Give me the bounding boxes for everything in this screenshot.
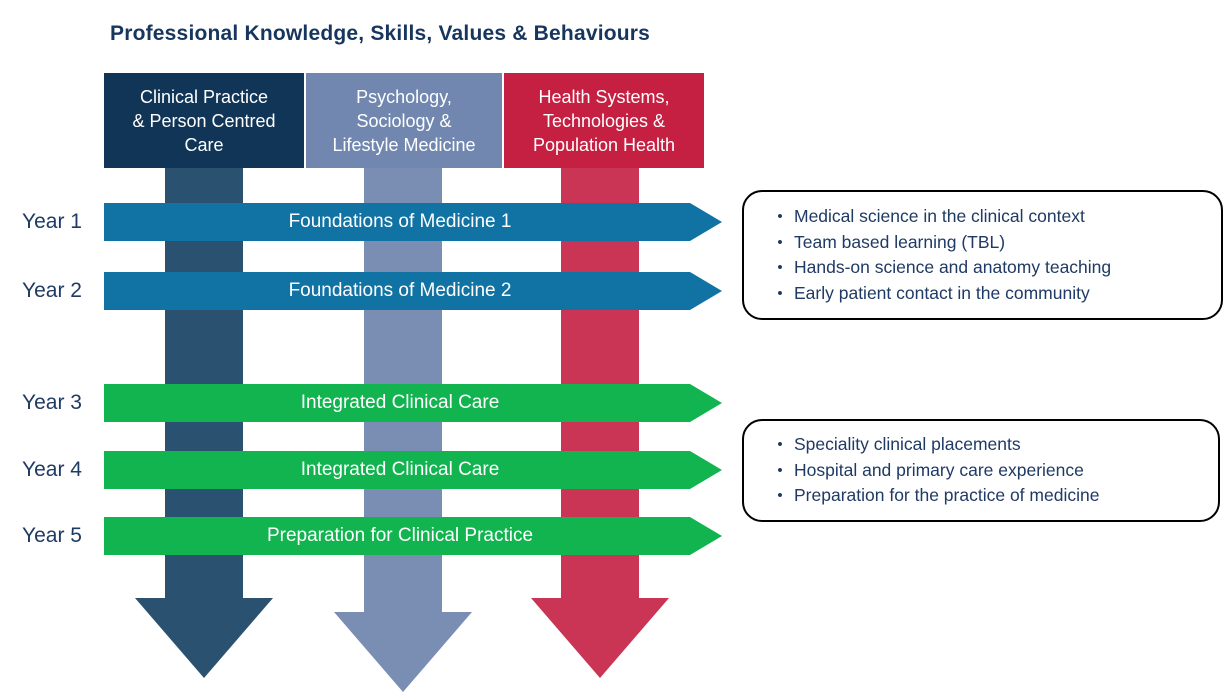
years-3-5-callout-box: • Speciality clinical placements • Hospi… [742,419,1220,522]
list-item: • Speciality clinical placements [766,432,1099,458]
column-header-line: Health Systems, [538,86,670,107]
list-item: • Hospital and primary care experience [766,458,1099,484]
bullet-icon: • [777,284,783,302]
bullet-icon: • [777,461,783,479]
year-1-program-arrow: Foundations of Medicine 1 [104,203,722,241]
list-item: • Medical science in the clinical contex… [766,204,1111,230]
column-header-line: Care [184,134,224,155]
column-header-line: & Person Centred [132,110,276,131]
list-item: • Hands-on science and anatomy teaching [766,255,1111,281]
bullet-icon: • [777,436,783,454]
column-header-line: Population Health [532,134,676,155]
years-3-5-bullet-list: • Speciality clinical placements • Hospi… [744,432,1109,509]
year-2-program-text: Foundations of Medicine 2 [288,280,512,301]
bullet-icon: • [777,259,783,276]
year-2-program-arrow: Foundations of Medicine 2 [104,272,722,310]
column-header-line: Technologies & [542,110,666,131]
column-header-line: Clinical Practice [139,86,269,107]
column-header-line: Lifestyle Medicine [332,134,476,155]
bullet-text: Team based learning (TBL) [794,231,1006,252]
year-4-program-text: Integrated Clinical Care [300,459,500,480]
year-5-program-arrow: Preparation for Clinical Practice [104,517,722,555]
year-3-program-text: Integrated Clinical Care [300,392,500,413]
years-1-2-bullet-list: • Medical science in the clinical contex… [744,204,1121,306]
bullet-text: Preparation for the practice of medicine [794,485,1100,506]
year-4-label: Year 4 [22,458,82,481]
year-4-program-arrow: Integrated Clinical Care [104,451,722,489]
bullet-icon: • [777,487,783,505]
psychology-sociology-arrow [334,168,472,692]
column-header-psychology-sociology: Psychology, Sociology & Lifestyle Medici… [306,73,502,168]
year-1-program-text: Foundations of Medicine 1 [288,211,512,232]
list-item: • Team based learning (TBL) [766,230,1111,256]
years-1-2-callout-box: • Medical science in the clinical contex… [742,190,1223,320]
bullet-text: Medical science in the clinical context [794,206,1085,226]
bullet-icon: • [777,233,783,251]
column-header-clinical-practice: Clinical Practice & Person Centred Care [104,73,304,168]
column-header-line: Psychology, [356,86,452,107]
column-header-line: Sociology & [356,110,452,131]
health-systems-arrow [531,168,669,678]
bullet-text: Early patient contact in the community [794,282,1090,303]
bullet-text: Hands-on science and anatomy teaching [794,257,1112,277]
list-item: • Preparation for the practice of medici… [766,483,1099,509]
year-2-label: Year 2 [22,279,82,302]
year-5-program-text: Preparation for Clinical Practice [266,525,534,546]
year-3-program-arrow: Integrated Clinical Care [104,384,722,422]
page-title: Professional Knowledge, Skills, Values &… [110,22,651,45]
list-item: • Early patient contact in the community [766,281,1111,307]
year-3-label: Year 3 [22,391,82,414]
bullet-icon: • [777,208,783,225]
clinical-practice-arrow [135,168,273,678]
year-1-label: Year 1 [22,210,82,233]
year-5-label: Year 5 [22,524,82,547]
bullet-text: Hospital and primary care experience [794,459,1084,480]
bullet-text: Speciality clinical placements [794,434,1021,455]
column-header-health-systems: Health Systems, Technologies & Populatio… [504,73,704,168]
